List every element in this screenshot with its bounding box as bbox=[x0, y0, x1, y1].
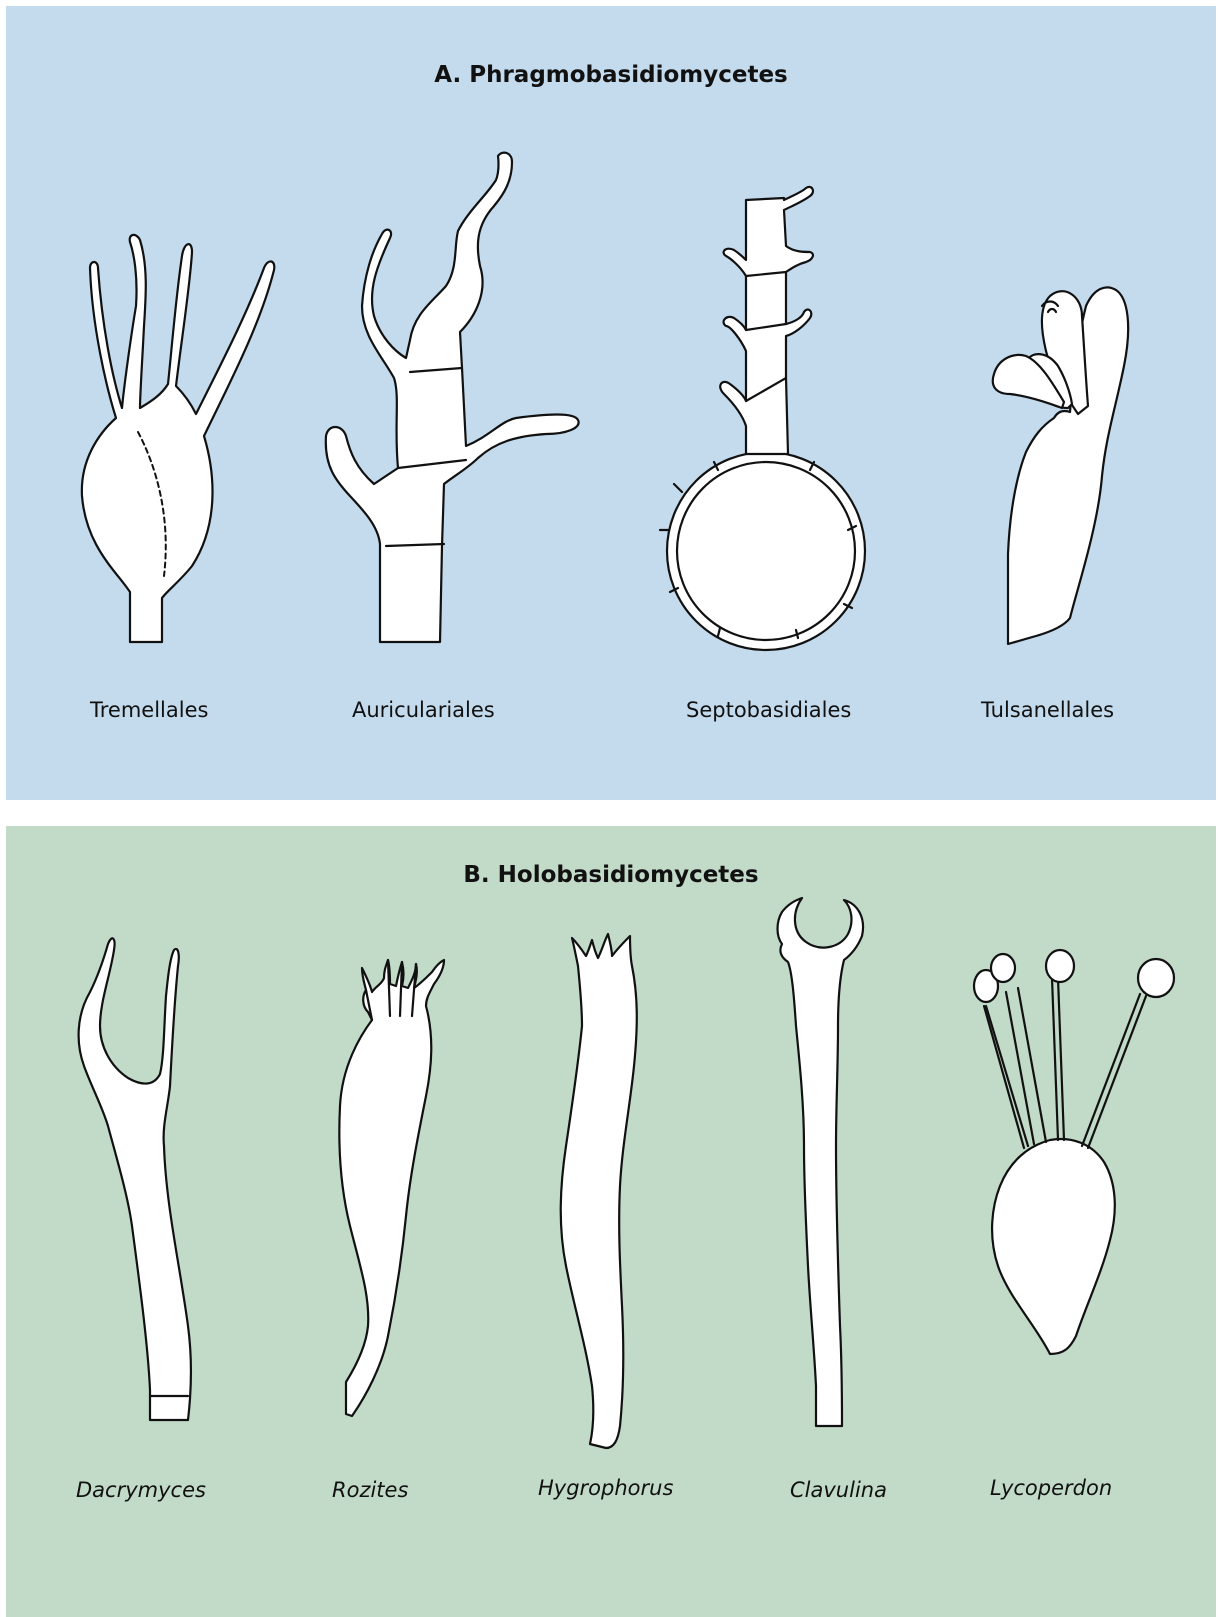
label-auriculariales: Auriculariales bbox=[352, 698, 495, 722]
tremellales-basidium-drawing bbox=[82, 235, 274, 642]
panel-phragmobasidiomycetes: A. Phragmobasidiomycetes bbox=[6, 6, 1216, 800]
tulsanellales-basidium-drawing bbox=[993, 287, 1128, 644]
auriculariales-basidium-drawing bbox=[326, 153, 579, 642]
lycoperdon-basidium-drawing bbox=[974, 950, 1174, 1354]
panel-a-drawings bbox=[6, 6, 1216, 800]
rozites-basidium-drawing bbox=[339, 960, 444, 1416]
label-tremellales: Tremellales bbox=[90, 698, 208, 722]
label-lycoperdon: Lycoperdon bbox=[990, 1476, 1112, 1500]
label-septobasidiales: Septobasidiales bbox=[686, 698, 851, 722]
label-dacrymyces: Dacrymyces bbox=[76, 1478, 206, 1502]
panel-holobasidiomycetes: B. Holobasidiomycetes bbox=[6, 826, 1216, 1617]
septobasidiales-basidium-drawing bbox=[660, 187, 865, 650]
clavulina-basidium-drawing bbox=[778, 898, 864, 1426]
label-tulsanellales: Tulsanellales bbox=[981, 698, 1114, 722]
dacrymyces-basidium-drawing bbox=[79, 938, 191, 1420]
label-rozites: Rozites bbox=[332, 1478, 408, 1502]
label-hygrophorus: Hygrophorus bbox=[538, 1476, 673, 1500]
label-clavulina: Clavulina bbox=[790, 1478, 887, 1502]
hygrophorus-basidium-drawing bbox=[561, 934, 637, 1448]
